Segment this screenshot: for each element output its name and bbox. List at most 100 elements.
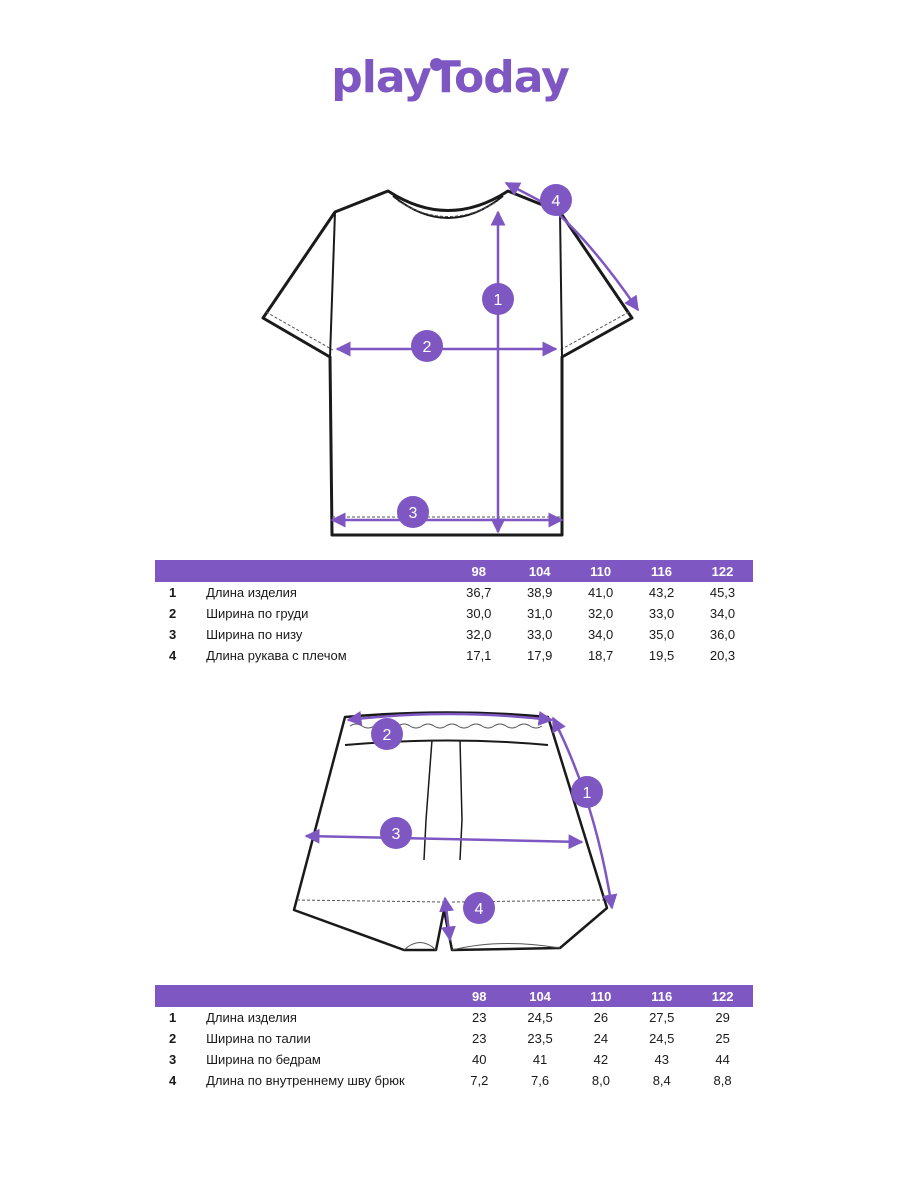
marker-4: 4 [540,184,572,216]
row-number: 1 [169,585,177,600]
row-value: 23 [472,1031,487,1046]
table-row: 3 Ширина по низу 32,0 33,0 34,0 35,0 36,… [155,624,753,645]
row-value: 8,0 [591,1073,610,1088]
row-label: Ширина по низу [206,627,303,642]
row-value: 32,0 [466,627,492,642]
shorts-inner-legs [403,942,561,951]
size-header: 98 [448,560,510,582]
marker-4: 4 [463,892,495,924]
row-label: Длина изделия [206,585,297,600]
size-header: 122 [692,985,753,1007]
brand-logo: playToday [0,52,900,103]
svg-text:2: 2 [423,339,432,356]
row-value: 23,5 [527,1031,553,1046]
row-label: Длина изделия [206,1010,297,1025]
marker-2: 2 [411,330,443,362]
row-value: 17,9 [527,648,553,663]
table-row: 4 Длина по внутреннему шву брюк 7,2 7,6 … [155,1070,753,1091]
row-label: Длина по внутреннему шву брюк [206,1073,405,1088]
row-value: 23 [472,1010,487,1025]
row-value: 24,5 [649,1031,675,1046]
row-value: 33,0 [527,627,553,642]
tshirt-left-armhole [329,211,336,358]
row-value: 34,0 [709,606,736,621]
row-number: 3 [169,627,177,642]
row-value: 33,0 [648,606,675,621]
row-value: 41,0 [587,585,614,600]
svg-text:1: 1 [494,292,503,309]
size-header: 110 [570,560,632,582]
marker-3: 3 [380,817,412,849]
row-value: 35,0 [648,627,675,642]
tshirt-collar [392,195,504,219]
row-label: Ширина по груди [206,606,309,621]
table-row: 1 Длина изделия 23 24,5 26 27,5 29 [155,1007,753,1028]
size-header: 116 [631,560,692,582]
size-header: 98 [448,985,510,1007]
size-header: 116 [631,985,693,1007]
row-value: 34,0 [587,627,614,642]
tshirt-collar-stitch [397,200,499,217]
tshirt-outline [261,189,634,537]
shorts-waistband [344,739,549,746]
shorts-outline [292,711,609,952]
marker-1: 1 [571,776,603,808]
row-value: 24,5 [527,1010,553,1025]
row-label: Ширина по талии [206,1031,311,1046]
svg-text:3: 3 [409,505,418,522]
marker-1: 1 [482,283,514,315]
tshirt-left-sleeve-hem [265,311,334,351]
row-value: 44 [715,1052,730,1067]
svg-text:1: 1 [583,785,592,802]
shorts-hem-left [296,899,445,903]
row-value: 43,2 [648,585,675,600]
size-header: 122 [692,560,753,582]
row-value: 45,3 [709,585,736,600]
measure-line-3 [304,828,584,850]
row-value: 26 [593,1010,609,1025]
row-value: 8,4 [652,1073,671,1088]
row-number: 4 [169,1073,177,1088]
row-value: 38,9 [527,585,553,600]
size-header-row: 98 104 110 116 122 [155,985,753,1007]
table-row: 2 Ширина по груди 30,0 31,0 32,0 33,0 34… [155,603,753,624]
row-value: 43 [654,1052,669,1067]
row-value: 31,0 [527,606,553,621]
size-header: 104 [509,560,571,582]
row-number: 1 [169,1010,177,1025]
row-value: 30,0 [466,606,492,621]
measure-line-2 [346,710,554,726]
row-value: 36,7 [466,585,492,600]
row-value: 42 [593,1052,609,1067]
row-number: 4 [169,648,177,663]
row-number: 2 [169,1031,177,1046]
row-value: 40 [472,1052,487,1067]
tshirt-right-sleeve-hem [559,311,630,351]
measure-line-4 [439,896,456,942]
size-header: 110 [570,985,632,1007]
shorts-illustration: 1 2 3 4 [292,710,618,952]
size-header: 104 [509,985,571,1007]
shorts-size-table: 98 104 110 116 122 1 Длина изделия 23 24… [155,985,753,1091]
row-value: 7,2 [470,1073,489,1088]
table-row: 3 Ширина по бедрам 40 41 42 43 44 [155,1049,753,1070]
row-value: 17,1 [466,648,492,663]
row-value: 18,7 [587,648,614,663]
row-value: 41 [532,1052,548,1067]
row-number: 3 [169,1052,177,1067]
svg-text:4: 4 [475,901,484,918]
row-label: Ширина по бедрам [206,1052,321,1067]
row-number: 2 [169,606,177,621]
row-value: 27,5 [649,1010,675,1025]
brand-logo-dot [430,58,443,71]
row-value: 24 [593,1031,609,1046]
tshirt-illustration: 1 2 3 4 [261,181,640,537]
tshirt-size-table: 98 104 110 116 122 1 Длина изделия 36,7 … [155,560,753,666]
marker-2: 2 [371,718,403,750]
row-label: Длина рукава с плечом [206,648,347,663]
svg-text:3: 3 [392,826,401,843]
size-header-row: 98 104 110 116 122 [155,560,753,582]
table-row: 1 Длина изделия 36,7 38,9 41,0 43,2 45,3 [155,582,753,603]
svg-text:4: 4 [552,193,561,210]
row-value: 32,0 [587,606,614,621]
